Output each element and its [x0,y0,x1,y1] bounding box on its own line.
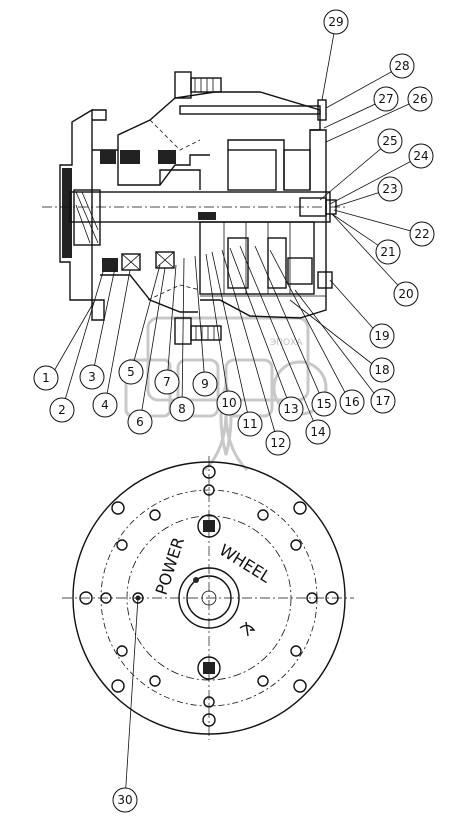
cross-section-view [42,71,346,345]
svg-text:18: 18 [374,363,389,377]
svg-text:1: 1 [42,371,50,385]
callout-18: 18 [369,357,395,383]
callout-4: 4 [92,392,118,418]
leader-lines [49,21,423,801]
callout-5: 5 [118,359,144,385]
callout-28: 28 [389,53,415,79]
svg-text:6: 6 [136,415,144,429]
svg-text:29: 29 [328,15,343,29]
svg-text:12: 12 [270,436,285,450]
callout-24: 24 [408,143,434,169]
callout-10: 10 [216,390,242,416]
callout-7: 7 [154,369,180,395]
product-text-wheel: WHEEL [216,540,274,586]
callout-23: 23 [377,176,403,202]
svg-text:30: 30 [117,793,132,807]
callout-11: 11 [237,411,263,437]
callout-3: 3 [79,364,105,390]
svg-text:7: 7 [163,375,171,389]
watermark-text: ЭПОХА [270,338,303,348]
svg-text:21: 21 [380,245,395,259]
callout-13: 13 [278,396,304,422]
svg-text:16: 16 [344,395,359,409]
callout-30: 30 [112,787,138,813]
outer-bolt-holes [79,465,339,727]
svg-text:10: 10 [221,396,236,410]
svg-text:22: 22 [414,227,429,241]
callout-15: 15 [311,391,337,417]
callout-14: 14 [305,419,331,445]
svg-text:19: 19 [374,329,389,343]
product-text-power: POWER [152,535,188,597]
svg-text:2: 2 [58,403,66,417]
callout-25: 25 [377,128,403,154]
svg-text:26: 26 [412,92,427,106]
callout-9: 9 [192,371,218,397]
callout-bubbles: 1 2 3 4 5 6 7 8 9 10 11 12 13 14 15 16 1… [33,9,435,813]
svg-text:27: 27 [378,92,393,106]
svg-text:13: 13 [283,402,298,416]
callout-19: 19 [369,323,395,349]
svg-text:24: 24 [413,149,428,163]
callout-21: 21 [375,239,401,265]
callout-12: 12 [265,430,291,456]
callout-26: 26 [407,86,433,112]
svg-text:11: 11 [242,417,257,431]
svg-text:14: 14 [310,425,325,439]
callout-2: 2 [49,397,75,423]
svg-text:17: 17 [375,394,390,408]
svg-text:3: 3 [88,370,96,384]
front-view: POWER WHEEL [62,456,354,740]
callout-8: 8 [169,396,195,422]
callout-6: 6 [127,409,153,435]
svg-text:9: 9 [201,377,209,391]
callout-1: 1 [33,365,59,391]
inner-bolt-holes [100,484,318,708]
svg-text:8: 8 [178,402,186,416]
svg-text:5: 5 [127,365,135,379]
svg-text:28: 28 [394,59,409,73]
svg-text:4: 4 [101,398,109,412]
svg-text:23: 23 [382,182,397,196]
callout-20: 20 [393,281,419,307]
callout-29: 29 [323,9,349,35]
svg-text:15: 15 [316,397,331,411]
callout-27: 27 [373,86,399,112]
svg-text:25: 25 [382,134,397,148]
callout-22: 22 [409,221,435,247]
callout-17: 17 [370,388,396,414]
svg-text:20: 20 [398,287,413,301]
callout-16: 16 [339,389,365,415]
